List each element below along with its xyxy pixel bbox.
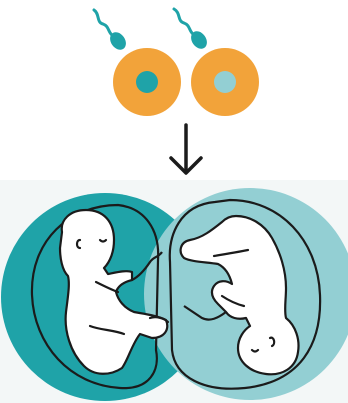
sperm-icon-left: [94, 10, 129, 53]
egg-cell-icon-right: [191, 48, 259, 116]
egg-cell-icon-left: [113, 48, 181, 116]
sperm-icon-right: [174, 9, 210, 52]
down-arrow-icon: [171, 125, 201, 173]
